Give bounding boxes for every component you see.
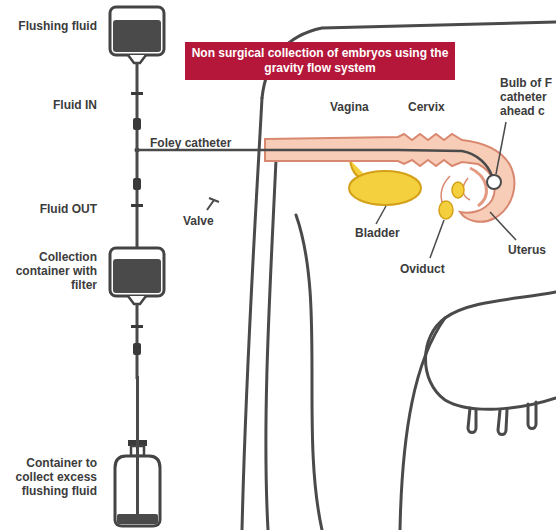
- container-shape: [108, 5, 166, 75]
- tube-connector: [136, 75, 139, 240]
- container-label: Flushing fluid: [5, 19, 97, 33]
- anatomy-label: Uterus: [508, 243, 554, 257]
- anatomy-label: Bladder: [355, 226, 415, 240]
- junction: [135, 148, 140, 153]
- title-banner: Non surgical collection of embryos using…: [185, 42, 455, 80]
- anatomy-label: Oviduct: [400, 262, 460, 276]
- flow-label: Fluid IN: [30, 98, 97, 112]
- container-shape: [108, 240, 166, 315]
- part-label: Valve: [183, 214, 233, 228]
- tube-connector: [136, 315, 140, 440]
- container-label: Container to collect excess flushing flu…: [5, 456, 97, 498]
- fluid-bag: Flushing fluid: [108, 5, 166, 75]
- anatomy-label: Bulb of F catheter ahead c: [500, 76, 554, 118]
- cow-outline: [242, 22, 556, 530]
- anatomy-label: Cervix: [408, 100, 468, 114]
- flow-label: Fluid OUT: [20, 202, 97, 216]
- reproductive-tract: [137, 134, 514, 222]
- clamp-symbols: [131, 92, 143, 355]
- container-shape: [112, 440, 163, 528]
- leader-lines: [207, 122, 516, 258]
- container-label: Collection container with filter: [5, 250, 97, 292]
- anatomy-label: Vagina: [330, 100, 390, 114]
- waste-bottle: Container to collect excess flushing flu…: [112, 440, 163, 528]
- collection-container: Collection container with filter: [108, 240, 166, 315]
- part-label: Foley catheter: [150, 136, 260, 150]
